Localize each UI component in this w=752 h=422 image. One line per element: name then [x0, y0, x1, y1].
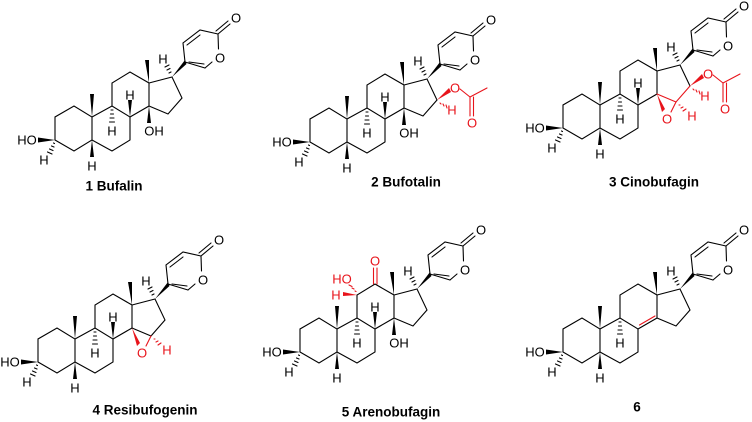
atom-label-carbonyl-o: O — [739, 0, 749, 14]
atom-label-carbonyl-o: O — [486, 13, 496, 28]
atom-label-ester-o: O — [703, 67, 713, 82]
atom-label-h9: H — [107, 124, 116, 139]
compound-label: 4 Resibufogenin — [92, 403, 197, 418]
atom-label-carbonyl-o: O — [476, 223, 486, 238]
atom-label-h17: H — [141, 274, 150, 289]
atom-label-ring-o: O — [460, 263, 470, 278]
atom-label-carbonyl-o: O — [214, 233, 224, 248]
atom-label-h11: H — [331, 288, 340, 303]
atom-label-ring-o: O — [215, 51, 225, 66]
atom-label-h17: H — [413, 54, 422, 69]
atom-label-h9: H — [90, 346, 99, 361]
atom-label-h17: H — [666, 40, 675, 55]
atom-label-ho: HO — [272, 135, 292, 150]
atom-label-ho: HO — [17, 133, 37, 148]
atom-label-h9: H — [362, 126, 371, 141]
atom-label-h9: H — [615, 336, 624, 351]
atom-label-carbonyl-o: O — [231, 11, 241, 26]
atom-label-acetyl-o: O — [720, 102, 730, 117]
compound-label: 3 Cinobufagin — [609, 175, 699, 190]
atom-label-h8: H — [633, 76, 642, 91]
atom-label-ester-o: O — [450, 81, 460, 96]
compound-6: HO H H H H O O — [525, 223, 749, 386]
atom-label-acetyl-o: O — [467, 116, 477, 131]
atom-label-oh14: OH — [399, 126, 419, 141]
atom-label-h8: H — [380, 90, 389, 105]
atom-label-h3: H — [22, 375, 31, 390]
atom-label-h3: H — [547, 141, 556, 156]
atom-label-h16: H — [447, 103, 456, 118]
atom-label-oh14: OH — [389, 336, 409, 351]
compound-1-bufalin: HO H H H H OH H O O 1 Bufalin — [17, 11, 241, 194]
atom-label-h5: H — [342, 161, 351, 176]
atom-label-h17: H — [666, 264, 675, 279]
atom-label-h17: H — [403, 264, 412, 279]
atom-label-h15: H — [687, 109, 696, 124]
atom-label-h9: H — [352, 336, 361, 351]
atom-label-h17: H — [158, 52, 167, 67]
atom-label-h8: H — [370, 300, 379, 315]
compound-label: 2 Bufotalin — [371, 175, 441, 190]
atom-label-ring-o: O — [723, 263, 733, 278]
atom-label-ketone-o: O — [370, 254, 380, 269]
atom-label-oh11: HO — [332, 272, 352, 287]
atom-label-h16: H — [700, 89, 709, 104]
atom-label-carbonyl-o: O — [739, 223, 749, 238]
atom-label-ring-o: O — [723, 39, 733, 54]
atom-label-ho: HO — [262, 345, 282, 360]
compound-5-arenobufagin: O HO H HO H H H H OH H O O — [262, 223, 486, 386]
atom-label-h3: H — [294, 155, 303, 170]
atom-label-ho: HO — [525, 345, 545, 360]
atom-label-h3: H — [39, 153, 48, 168]
atom-label-h8: H — [125, 88, 134, 103]
compound-2-bufotalin: O H O HO H H H H OH H O O — [272, 13, 496, 176]
atom-label-epoxide-o: O — [137, 346, 147, 361]
compound-3-cinobufagin: O H O O H HO H H H H H O O — [525, 0, 749, 162]
compound-4-resibufogenin: O H HO H H H H H O O — [0, 233, 224, 396]
atom-label-h9: H — [615, 112, 624, 127]
atom-label-h5: H — [332, 371, 341, 386]
atom-label-ho: HO — [525, 121, 545, 136]
atom-label-ring-o: O — [470, 53, 480, 68]
atom-label-h5: H — [70, 381, 79, 396]
atom-label-ring-o: O — [198, 273, 208, 288]
atom-label-h3: H — [284, 365, 293, 380]
compound-label: 5 Arenobufagin — [342, 405, 441, 420]
compound-label: 1 Bufalin — [85, 179, 142, 194]
atom-label-oh14: OH — [144, 124, 164, 139]
atom-label-h8: H — [108, 310, 117, 325]
atom-label-epoxide-o: O — [662, 112, 672, 127]
atom-label-ho: HO — [0, 355, 20, 370]
atom-label-h5: H — [595, 371, 604, 386]
atom-label-h15: H — [162, 343, 171, 358]
atom-label-h3: H — [547, 365, 556, 380]
compound-label: 6 — [633, 400, 641, 415]
atom-label-h5: H — [87, 159, 96, 174]
atom-label-h5: H — [595, 147, 604, 162]
